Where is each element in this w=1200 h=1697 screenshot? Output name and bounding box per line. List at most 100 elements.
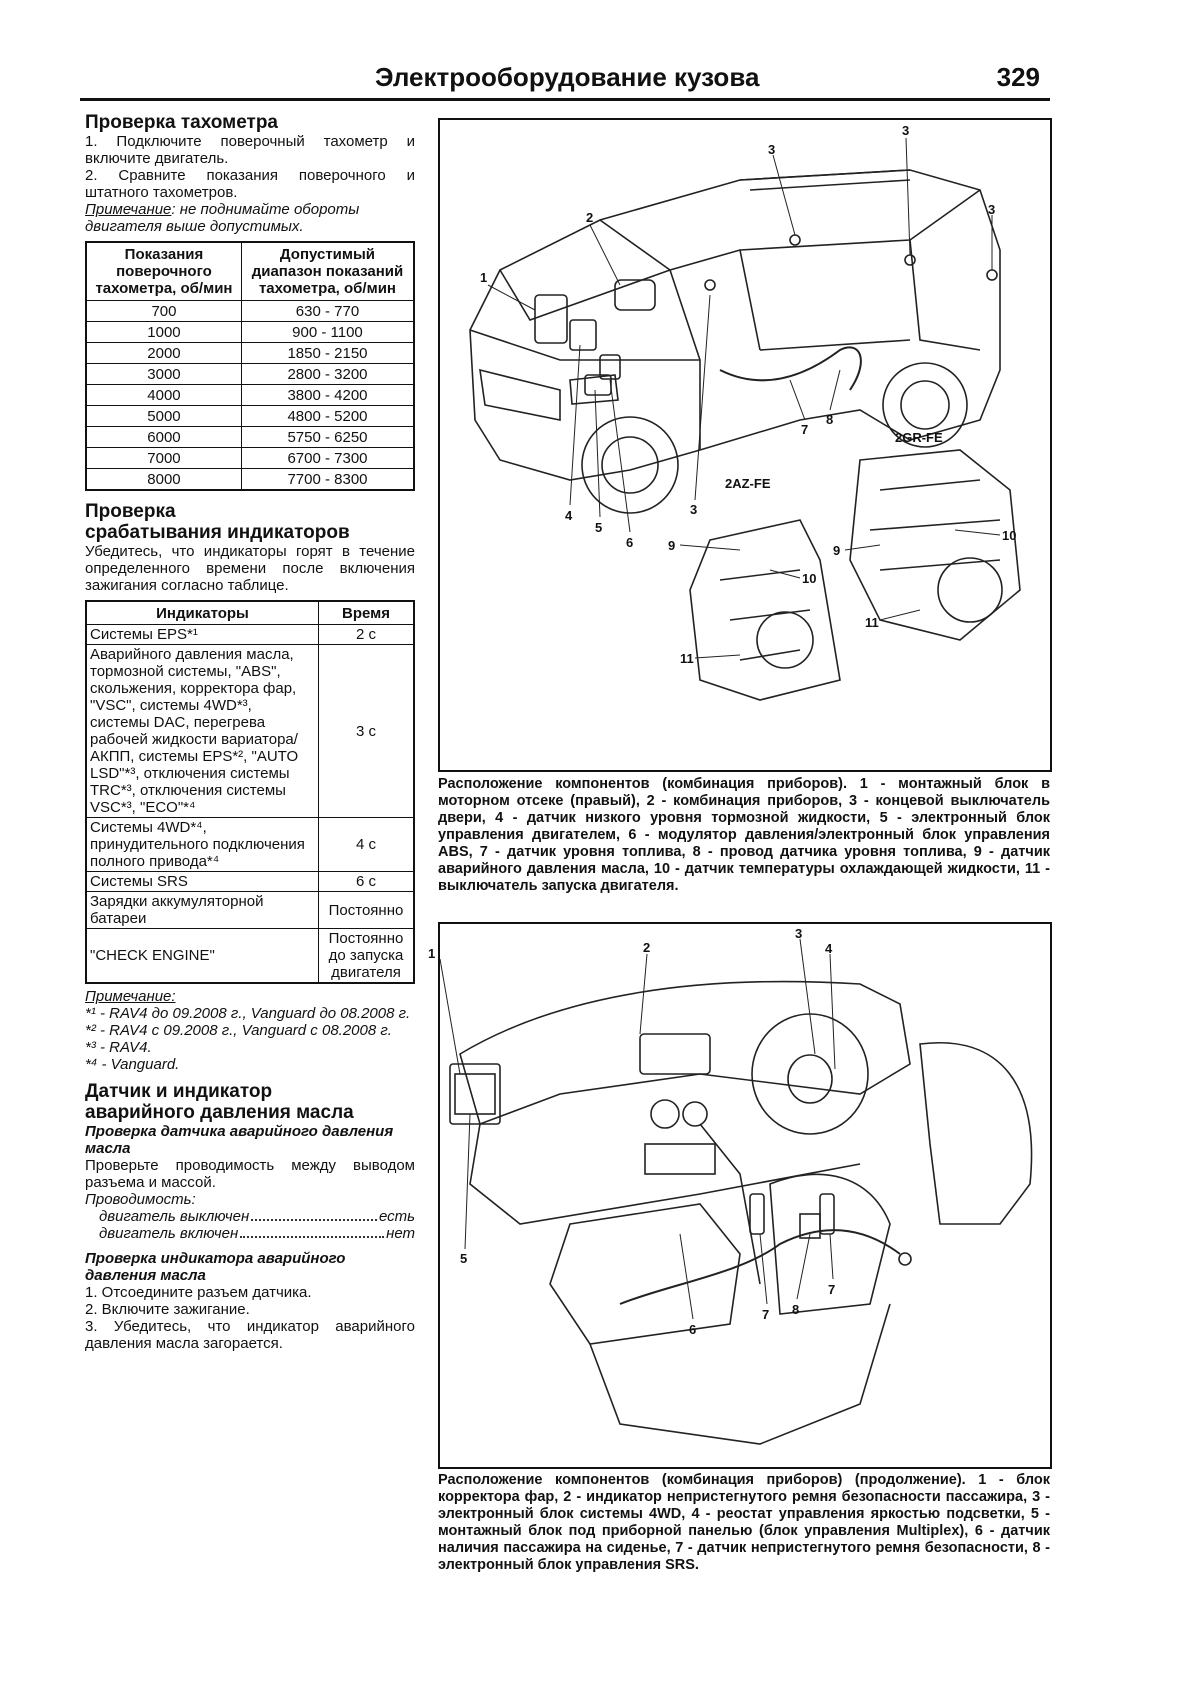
- callout-label: 2: [643, 940, 651, 955]
- vehicle-illustration: [469, 137, 1021, 701]
- callout-label: 4: [565, 508, 573, 523]
- oil-indicator-step: 1. Отсоедините разъем датчика.: [85, 1284, 312, 1301]
- table-row: Аварийного давления масла, тормозной сис…: [85, 644, 415, 818]
- indicators-heading: срабатывания индикаторов: [85, 522, 350, 543]
- page-section-title: Электрооборудование кузова: [375, 62, 760, 92]
- table-cell: 3000: [85, 363, 242, 385]
- table-cell: 2 с: [318, 624, 415, 645]
- note-text: : не поднимайте обороты двигателя выше д…: [85, 201, 360, 235]
- callout-label: 1: [428, 946, 436, 961]
- callout-label: 3: [902, 123, 910, 138]
- table-cell: 6000: [85, 426, 242, 448]
- table-cell: 5750 - 6250: [240, 426, 415, 448]
- footnote: *⁴ - Vanguard.: [85, 1056, 180, 1073]
- callout-label: 7: [801, 422, 809, 437]
- callout-label: 3: [768, 142, 776, 157]
- table-cell: 2800 - 3200: [240, 363, 415, 385]
- conductivity-state: двигатель включен: [99, 1225, 239, 1242]
- table-cell: 6700 - 7300: [240, 447, 415, 469]
- table-header-cell: Показания поверочного тахометра, об/мин: [85, 241, 242, 301]
- callout-label: 7: [828, 1282, 836, 1297]
- conductivity-label: Проводимость:: [85, 1191, 196, 1208]
- table-cell: "CHECK ENGINE": [85, 928, 319, 984]
- conductivity-row: двигатель включен нет: [85, 1225, 415, 1242]
- footnote: *³ - RAV4.: [85, 1039, 152, 1056]
- table-cell: Системы EPS*¹: [85, 624, 319, 645]
- oil-indicator-step: 3. Убедитесь, что индикатор аварийного д…: [85, 1318, 415, 1352]
- left-column: Проверка тахометра 1. Подключите повероч…: [85, 112, 415, 1352]
- table-cell: Системы 4WD*⁴, принудительного подключен…: [85, 817, 319, 872]
- callout-label: 8: [792, 1302, 800, 1317]
- footnote: *¹ - RAV4 до 09.2008 г., Vanguard до 08.…: [85, 1005, 411, 1022]
- callout-label: 11: [865, 615, 879, 630]
- table-cell: 7000: [85, 447, 242, 469]
- callout-label: 9: [668, 538, 676, 553]
- interior-layout-figure: 1 2 3 4 5 6 7 7 8: [428, 922, 1052, 1469]
- callout-label: 10: [802, 571, 817, 586]
- callout-label: 11: [680, 651, 694, 666]
- engine-label-2gr: 2GR-FE: [895, 430, 943, 445]
- oil-sensor-text: Проверьте проводимость между выводом раз…: [85, 1157, 415, 1191]
- table-cell: Системы SRS: [85, 871, 319, 892]
- oil-pressure-heading: аварийного давления масла: [85, 1102, 354, 1123]
- callout-label: 10: [1002, 528, 1017, 543]
- table-cell: 1000: [85, 321, 242, 343]
- table-cell: 4 с: [318, 817, 415, 872]
- table-cell: 630 - 770: [240, 300, 415, 322]
- table-cell: 5000: [85, 405, 242, 427]
- engine-label-2az: 2AZ-FE: [725, 476, 771, 491]
- conductivity-state: двигатель выключен: [99, 1208, 250, 1225]
- callout-label: 6: [626, 535, 634, 550]
- table-cell: 7700 - 8300: [240, 468, 415, 491]
- table-row: Системы 4WD*⁴, принудительного подключен…: [85, 817, 415, 872]
- table-row: "CHECK ENGINE"Постоянно до запуска двига…: [85, 928, 415, 984]
- conductivity-value: нет: [386, 1225, 415, 1242]
- oil-indicator-subheading: Проверка индикатора аварийного давления …: [85, 1250, 346, 1284]
- callout-label: 4: [825, 941, 833, 956]
- table-cell: Зарядки аккумуляторной батареи: [85, 891, 319, 929]
- tachometer-table: Показания поверочного тахометра, об/мин …: [85, 241, 415, 491]
- callout-label: 5: [595, 520, 603, 535]
- note-label: Примечание:: [85, 988, 176, 1005]
- page-header: Электрооборудование кузова 329: [80, 58, 1050, 101]
- callout-label: 3: [988, 202, 996, 217]
- table-header-cell: Индикаторы: [85, 600, 319, 625]
- oil-pressure-heading: Датчик и индикатор: [85, 1081, 273, 1102]
- callout-label: 3: [690, 502, 698, 517]
- callout-label: 7: [762, 1307, 770, 1322]
- page-number: 329: [996, 62, 1040, 92]
- callout-label: 3: [795, 926, 803, 941]
- callout-label: 6: [689, 1322, 697, 1337]
- table-cell: Постоянно до запуска двигателя: [318, 928, 415, 984]
- table-cell: 4800 - 5200: [240, 405, 415, 427]
- table-header-cell: Время: [318, 600, 415, 625]
- tachometer-step: 1. Подключите поверочный тахометр и вклю…: [85, 133, 415, 167]
- callout-label: 5: [460, 1251, 468, 1266]
- table-cell: 4000: [85, 384, 242, 406]
- table-cell: 1850 - 2150: [240, 342, 415, 364]
- indicators-heading: Проверка: [85, 501, 176, 522]
- tachometer-note: Примечание: не поднимайте обороты двигат…: [85, 201, 415, 235]
- tachometer-heading: Проверка тахометра: [85, 112, 278, 133]
- table-cell: Аварийного давления масла, тормозной сис…: [85, 644, 319, 818]
- table-cell: 6 с: [318, 871, 415, 892]
- indicators-note-label: Примечание:: [85, 988, 415, 1005]
- table-cell: 8000: [85, 468, 242, 491]
- figure-caption: Расположение компонентов (комбинация при…: [438, 1472, 1050, 1573]
- figure-caption: Расположение компонентов (комбинация при…: [438, 776, 1050, 894]
- callout-label: 9: [833, 543, 841, 558]
- table-cell: 3 с: [318, 644, 415, 818]
- indicators-intro: Убедитесь, что индикаторы горят в течени…: [85, 543, 415, 594]
- interior-illustration: [440, 938, 1033, 1445]
